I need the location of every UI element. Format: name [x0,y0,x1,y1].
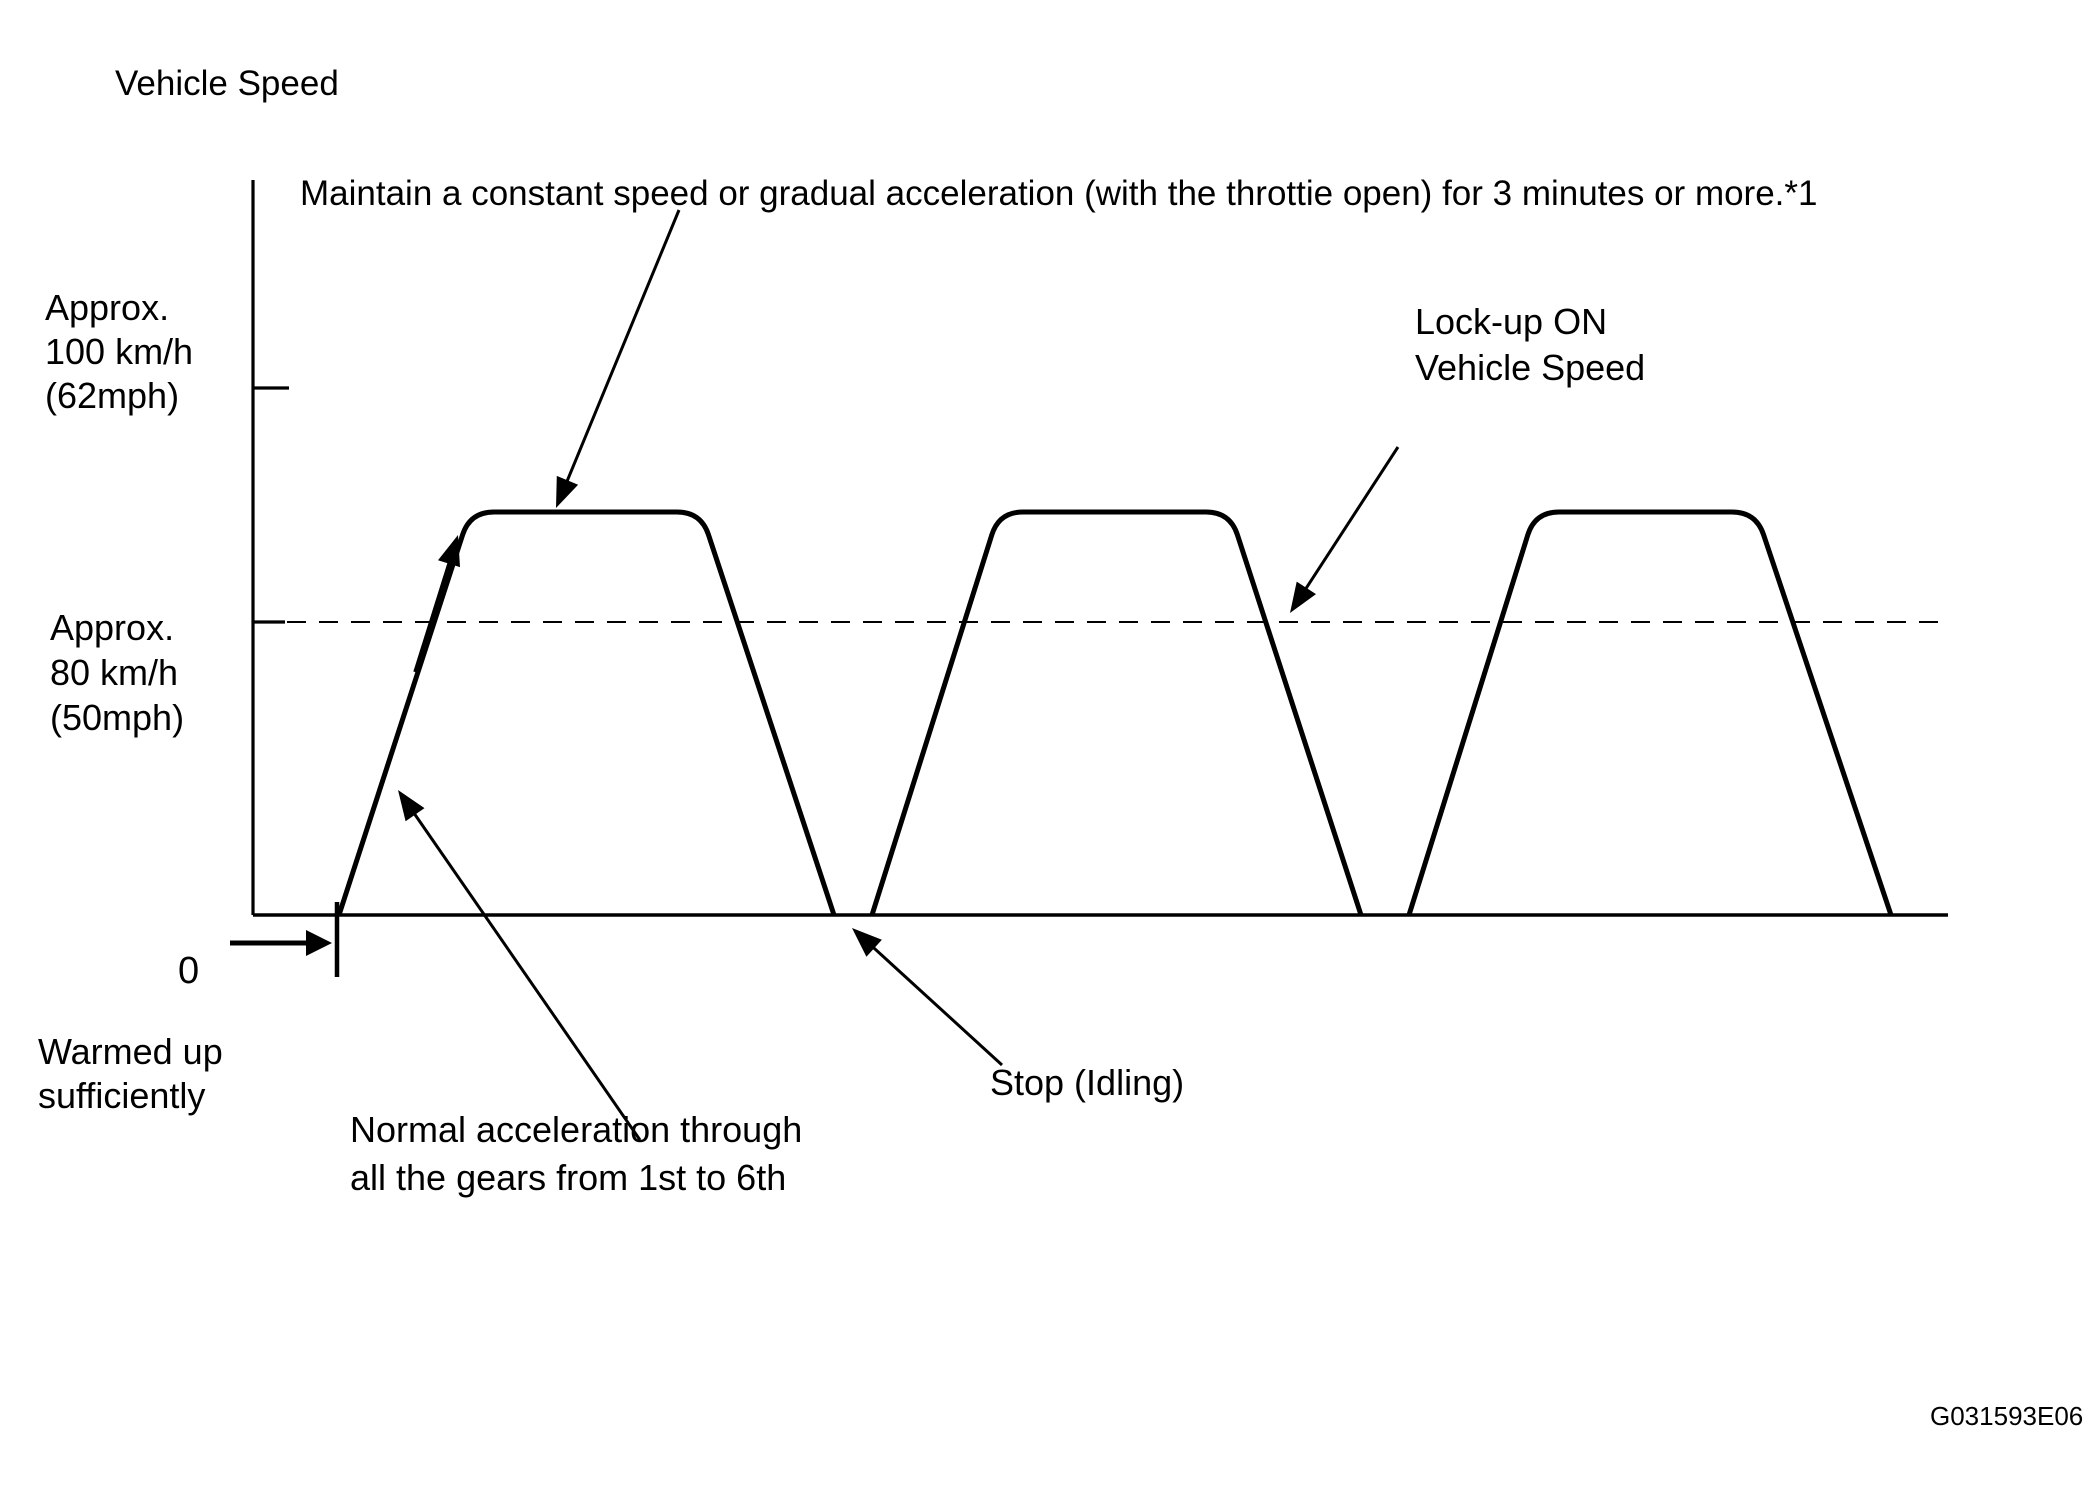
maintain-speed-pointer-head [556,475,579,508]
normal-accel-label-line1: Normal acceleration through [350,1109,802,1150]
normal-accel-pointer-head [398,790,425,822]
lockup-label-line1: Lock-up ON [1415,301,1607,342]
maintain-speed-pointer-shaft [563,209,681,487]
y-axis-label-100-line1: Approx. [45,287,169,328]
speed-cycle-3 [1406,509,1894,916]
y-axis-label-80-line2: 80 km/h [50,652,178,693]
y-axis-label-80: Approx. 80 km/h (50mph) [50,607,184,738]
figure-code: G031593E06 [1930,1401,2083,1431]
acceleration-direction-arrow-head [438,535,460,568]
stop-pointer-shaft [868,943,1004,1067]
speed-cycle-1 [336,509,837,916]
speed-cycle-2 [869,509,1364,916]
y-axis-label-80-line1: Approx. [50,607,174,648]
normal-accel-label: Normal acceleration through all the gear… [350,1109,802,1198]
warmed-up-label-line1: Warmed up [38,1031,223,1072]
page-title: Vehicle Speed [115,64,339,103]
y-axis-label-100-line2: 100 km/h [45,331,193,372]
lockup-pointer-head [1290,581,1316,613]
acceleration-direction-arrow-shaft [413,557,453,673]
y-axis-label-100: Approx. 100 km/h (62mph) [45,287,193,416]
normal-accel-pointer-shaft [410,808,642,1141]
stop-idling-label: Stop (Idling) [990,1062,1184,1103]
diagram-shapes [230,180,1948,1141]
maintain-speed-annotation: Maintain a constant speed or gradual acc… [300,174,1818,213]
lockup-pointer-shaft [1301,446,1400,594]
lockup-label-line2: Vehicle Speed [1415,347,1645,388]
zero-pointer-head [306,930,332,956]
lockup-label: Lock-up ON Vehicle Speed [1415,301,1645,388]
normal-accel-label-line2: all the gears from 1st to 6th [350,1157,786,1198]
y-axis-label-80-line3: (50mph) [50,697,184,738]
y-axis-label-100-line3: (62mph) [45,375,179,416]
y-axis-zero-label: 0 [178,950,199,992]
warmed-up-label: Warmed up sufficiently [38,1031,223,1116]
stop-pointer-head [852,928,882,957]
diagram-labels: Vehicle Speed Maintain a constant speed … [38,64,2083,1431]
warmed-up-label-line2: sufficiently [38,1075,205,1116]
